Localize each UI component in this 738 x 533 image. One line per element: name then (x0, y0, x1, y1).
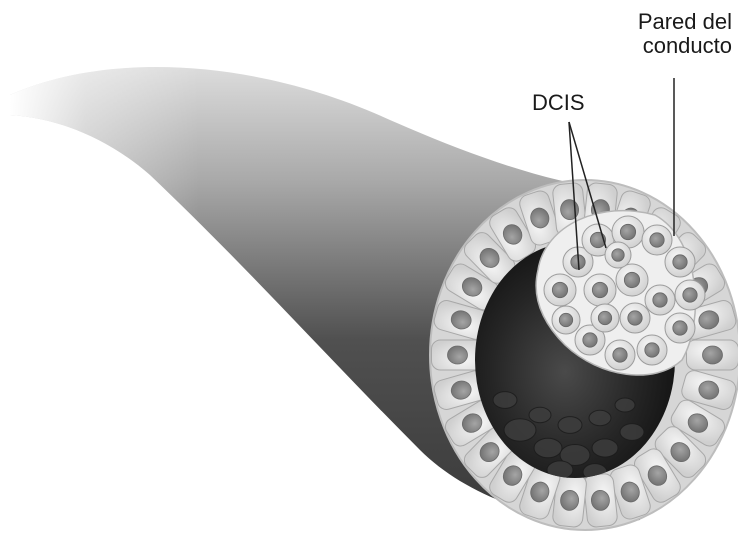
dcis-cell-nucleus (552, 282, 567, 297)
duct-wall-label-line2: conducto (638, 34, 732, 58)
dcis-cell-nucleus (645, 343, 659, 357)
lumen-bump (558, 417, 582, 434)
dcis-cell-nucleus (613, 348, 627, 362)
lumen-bump (493, 392, 517, 409)
dcis-cell-nucleus (673, 255, 687, 269)
dcis-cell-nucleus (650, 233, 664, 247)
dcis-cell-nucleus (673, 321, 687, 335)
dcis-cell-nucleus (612, 249, 624, 261)
wall-cell (583, 473, 618, 528)
lumen-bump (620, 424, 644, 441)
dcis-cell-nucleus (559, 313, 572, 326)
lumen-bump (592, 439, 618, 457)
wall-cell (687, 340, 738, 370)
lumen-bump (589, 410, 611, 425)
dcis-cell-nucleus (624, 272, 639, 287)
dcis-cell-nucleus (683, 288, 697, 302)
lumen-bump (615, 398, 635, 412)
dcis-cell-nucleus (620, 224, 635, 239)
lumen-bump (504, 419, 536, 441)
dcis-cell-nucleus (653, 293, 667, 307)
dcis-cell-nucleus (598, 311, 611, 324)
duct-wall-label-line1: Pared del (638, 10, 732, 34)
dcis-cell-nucleus (583, 333, 597, 347)
duct-wall-label: Pared del conducto (638, 10, 732, 58)
dcis-label: DCIS (532, 91, 585, 115)
wall-cell-nucleus (703, 346, 723, 364)
dcis-cell-nucleus (628, 311, 642, 325)
lumen-bump (529, 407, 551, 422)
wall-cell-nucleus (448, 346, 468, 364)
lumen-bump (534, 438, 562, 458)
dcis-cell-nucleus (592, 282, 607, 297)
